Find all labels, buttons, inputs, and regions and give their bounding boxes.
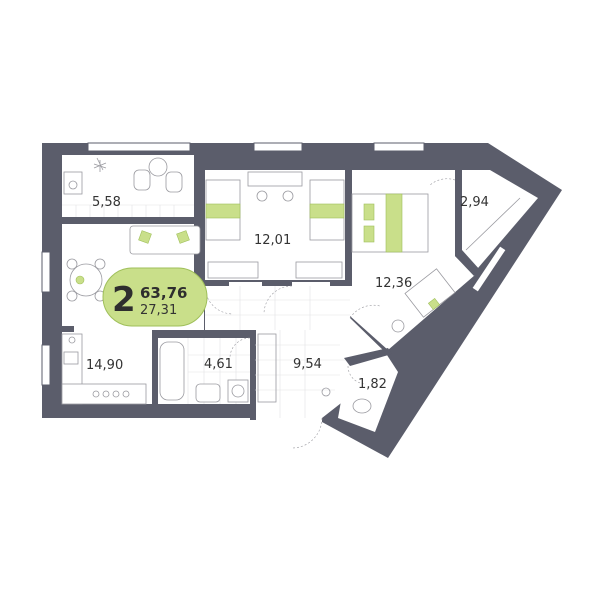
bed-left-blanket bbox=[205, 203, 241, 219]
sofa-cushion-left bbox=[138, 230, 152, 244]
balcony-sink bbox=[63, 171, 83, 195]
sofa-cushion-right bbox=[176, 230, 190, 244]
wall-bath-bottom bbox=[62, 404, 256, 418]
total-area: 63,76 bbox=[140, 284, 187, 302]
wardrobe-shelf bbox=[207, 261, 259, 279]
wall-balcony-kitchen bbox=[62, 217, 194, 224]
room-area-labels: 5,58 12,01 12,36 2,94 14,90 4,61 9,54 1,… bbox=[86, 195, 489, 392]
washing-machine bbox=[227, 379, 249, 403]
wall-bath-left bbox=[152, 330, 158, 404]
area-label-toilet: 1,82 bbox=[358, 377, 387, 392]
hallway-furniture bbox=[257, 333, 331, 403]
area-label-kitchen: 14,90 bbox=[86, 358, 123, 373]
wall-bed1-bottom-mid bbox=[262, 280, 292, 286]
bedroom2-chair bbox=[391, 319, 405, 333]
pillow bbox=[363, 225, 375, 243]
double-bed-blanket bbox=[385, 193, 403, 253]
wall-bath-top bbox=[152, 330, 252, 338]
balcony-furniture bbox=[63, 157, 183, 195]
window-kitchen bbox=[41, 251, 51, 293]
wall-bed1-bed2 bbox=[345, 165, 352, 283]
kitchen-counter-bottom bbox=[61, 383, 147, 405]
balcony-chair-left bbox=[133, 169, 151, 191]
interior-walls bbox=[62, 143, 480, 420]
kitchen-sink bbox=[63, 351, 79, 365]
area-label-balcony: 5,58 bbox=[92, 195, 121, 210]
window-balcony bbox=[87, 142, 191, 152]
wall-wardrobe bbox=[455, 170, 480, 276]
chair bbox=[282, 190, 294, 202]
bedroom2-furniture bbox=[351, 193, 521, 333]
balcony-tiles bbox=[62, 204, 194, 217]
toilet-furniture bbox=[352, 398, 372, 414]
wall-balcony-right bbox=[194, 143, 205, 283]
desk-accent bbox=[427, 297, 441, 311]
window-bedroom2-side bbox=[471, 245, 507, 293]
light-icon bbox=[68, 336, 76, 344]
desk bbox=[247, 171, 303, 187]
windows bbox=[41, 142, 507, 386]
wardrobe-floor bbox=[460, 170, 538, 268]
wall-kitchen-lower bbox=[62, 326, 74, 332]
area-label-bathroom: 4,61 bbox=[204, 357, 233, 372]
area-label-bedroom-2: 12,36 bbox=[375, 276, 412, 291]
wardrobe-shelf bbox=[295, 261, 343, 279]
wall-toilet bbox=[344, 348, 392, 366]
living-area: 27,31 bbox=[140, 303, 177, 318]
badge-pill bbox=[102, 267, 208, 327]
bathtub bbox=[159, 341, 185, 401]
window-bedroom2 bbox=[373, 142, 425, 152]
kitchen-furniture bbox=[61, 225, 201, 405]
chair bbox=[256, 190, 268, 202]
balcony-table bbox=[148, 157, 168, 177]
bed-right-blanket bbox=[309, 203, 345, 219]
hallway-floor bbox=[205, 282, 385, 418]
toilet-bowl bbox=[352, 398, 372, 414]
wall-bed1-bottom-right bbox=[330, 280, 352, 286]
area-label-bedroom-1: 12,01 bbox=[254, 233, 291, 248]
window-bedroom1 bbox=[253, 142, 303, 152]
rooms-count: 2 bbox=[112, 280, 136, 320]
area-label-wardrobe: 2,94 bbox=[460, 195, 489, 210]
wardrobe-rail bbox=[465, 197, 521, 251]
pillow bbox=[363, 203, 375, 221]
dining-table bbox=[69, 263, 103, 297]
coat-rack bbox=[257, 333, 277, 403]
chair-accent bbox=[75, 275, 85, 285]
window-kitchen-lower bbox=[41, 344, 51, 386]
bathroom-furniture bbox=[159, 341, 249, 403]
washbasin bbox=[195, 383, 221, 403]
toilet-floor bbox=[338, 352, 398, 432]
plant-icon bbox=[93, 157, 107, 172]
bedroom1-furniture bbox=[205, 171, 345, 279]
apartment-badge: 2 63,76 27,31 bbox=[102, 267, 208, 327]
wall-bed1-bottom-left bbox=[205, 280, 229, 286]
balcony-chair-right bbox=[165, 171, 183, 193]
wall-bath-right bbox=[250, 330, 256, 420]
hallway-tiles bbox=[205, 286, 350, 418]
ceiling-light-icon bbox=[321, 387, 331, 397]
area-label-hallway: 9,54 bbox=[293, 357, 322, 372]
stove-icon bbox=[92, 390, 130, 398]
